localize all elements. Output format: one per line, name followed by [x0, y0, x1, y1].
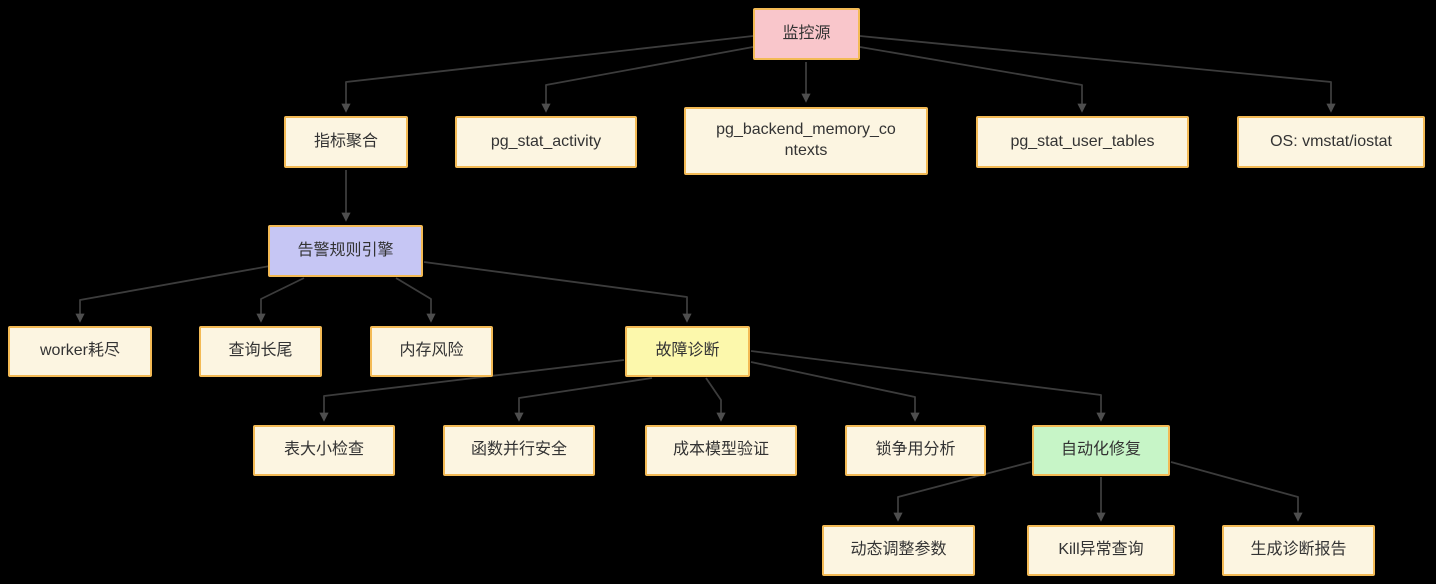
- node-monitor-source-label: 监控源: [782, 24, 831, 42]
- edge-monitor-source-to-metric-aggregation: [341, 35, 754, 113]
- node-pg-stat-activity-label: pg_stat_activity: [490, 132, 602, 150]
- node-metric-aggregation: 指标聚合: [284, 116, 408, 168]
- edge-alert-rule-engine-to-worker-exhaustion: [75, 265, 271, 323]
- node-pg-stat-user-tables-label: pg_stat_user_tables: [1010, 132, 1155, 150]
- node-dynamic-parameter-tuning-label: 动态调整参数: [850, 541, 947, 559]
- node-kill-abnormal-queries-label: Kill异常查询: [1058, 541, 1144, 559]
- edge-alert-rule-engine-to-query-long-tail: [256, 277, 305, 323]
- edge-monitor-source-to-os-vmstat-iostat: [859, 35, 1336, 113]
- node-pg-stat-user-tables: pg_stat_user_tables: [976, 116, 1189, 168]
- edge-monitor-source-to-pg-stat-activity: [541, 46, 754, 113]
- node-worker-exhaustion: worker耗尽: [8, 326, 152, 377]
- edge-fault-diagnosis-to-lock-contention-analysis: [750, 361, 920, 422]
- node-table-size-check-label: 表大小检查: [283, 441, 364, 459]
- edge-fault-diagnosis-to-cost-model-validation: [705, 377, 726, 422]
- node-fault-diagnosis-label: 故障诊断: [655, 342, 720, 360]
- node-function-parallel-safety-label: 函数并行安全: [470, 441, 567, 459]
- node-cost-model-validation: 成本模型验证: [645, 425, 797, 476]
- node-fault-diagnosis: 故障诊断: [625, 326, 750, 377]
- node-lock-contention-analysis: 锁争用分析: [845, 425, 986, 476]
- node-kill-abnormal-queries: Kill异常查询: [1027, 525, 1175, 576]
- edge-monitor-source-to-pg-stat-user-tables: [859, 46, 1087, 113]
- node-alert-rule-engine: 告警规则引擎: [268, 225, 423, 277]
- node-lock-contention-analysis-label: 锁争用分析: [875, 441, 956, 459]
- node-worker-exhaustion-label: worker耗尽: [39, 342, 120, 360]
- node-alert-rule-engine-label: 告警规则引擎: [297, 241, 394, 259]
- node-dynamic-parameter-tuning: 动态调整参数: [822, 525, 975, 576]
- edge-automated-repair-to-generate-diagnosis-report: [1170, 461, 1303, 522]
- node-table-size-check: 表大小检查: [253, 425, 395, 476]
- node-memory-risk-label: 内存风险: [399, 342, 464, 360]
- node-query-long-tail-label: 查询长尾: [228, 342, 293, 360]
- edge-fault-diagnosis-to-function-parallel-safety: [514, 377, 653, 422]
- edge-alert-rule-engine-to-fault-diagnosis: [423, 261, 692, 323]
- node-generate-diagnosis-report-label: 生成诊断报告: [1250, 541, 1347, 559]
- node-os-vmstat-iostat-label: OS: vmstat/iostat: [1270, 132, 1392, 150]
- edge-alert-rule-engine-to-memory-risk: [395, 277, 436, 323]
- node-pg-stat-activity: pg_stat_activity: [455, 116, 637, 168]
- edge-automated-repair-to-dynamic-parameter-tuning: [893, 461, 1032, 522]
- edge-fault-diagnosis-to-automated-repair: [750, 350, 1106, 422]
- node-os-vmstat-iostat: OS: vmstat/iostat: [1237, 116, 1425, 168]
- node-generate-diagnosis-report: 生成诊断报告: [1222, 525, 1375, 576]
- edge-fault-diagnosis-to-table-size-check: [319, 359, 625, 422]
- node-automated-repair-label: 自动化修复: [1060, 441, 1141, 459]
- node-pg-backend-memory-contexts-label: pg_backend_memory_contexts: [716, 121, 896, 159]
- node-cost-model-validation-label: 成本模型验证: [672, 441, 769, 459]
- node-monitor-source: 监控源: [753, 8, 860, 60]
- node-pg-backend-memory-contexts: pg_backend_memory_contexts: [684, 107, 928, 175]
- node-function-parallel-safety: 函数并行安全: [443, 425, 595, 476]
- node-automated-repair: 自动化修复: [1032, 425, 1170, 476]
- node-memory-risk: 内存风险: [370, 326, 493, 377]
- node-metric-aggregation-label: 指标聚合: [313, 132, 378, 150]
- node-query-long-tail: 查询长尾: [199, 326, 322, 377]
